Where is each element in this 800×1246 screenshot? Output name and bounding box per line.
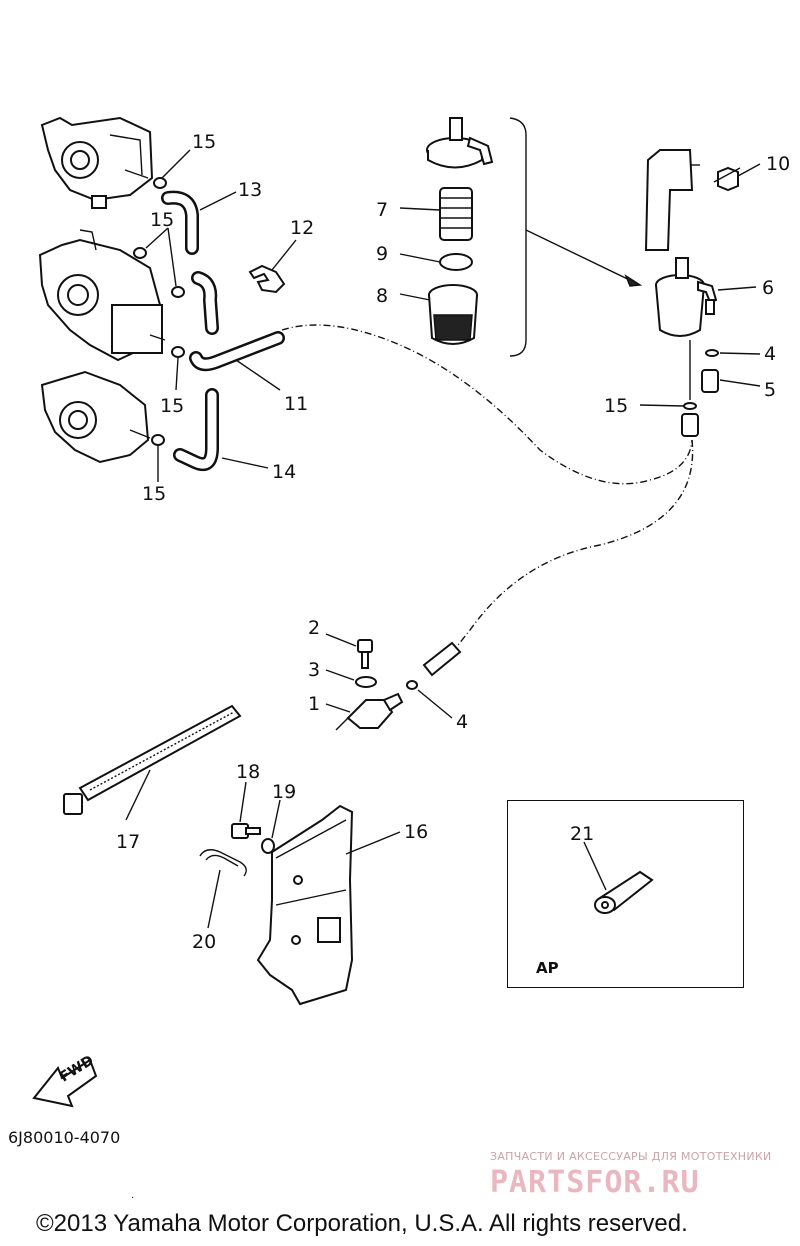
callout-15: 15	[192, 131, 216, 153]
ap-label: AP	[536, 959, 559, 977]
clip-4	[705, 349, 719, 357]
bracket-16	[256, 804, 354, 1006]
bolt-18	[231, 823, 261, 839]
callout-6: 6	[762, 277, 774, 299]
callout-15: 15	[150, 209, 174, 231]
callout-15: 15	[142, 483, 166, 505]
carburetor-bottom	[40, 370, 151, 464]
callout-7: 7	[376, 199, 388, 221]
hose-joint-5	[701, 369, 719, 393]
catalog-code: 6J80010-4070	[8, 1128, 121, 1147]
callout-1: 1	[308, 693, 320, 715]
fuel-hose-13	[161, 190, 199, 255]
callout-21: 21	[570, 823, 594, 845]
callout-4: 4	[764, 343, 776, 365]
washer-3	[355, 676, 377, 688]
callout-4: 4	[456, 711, 468, 733]
callout-15: 15	[160, 395, 184, 417]
callout-18: 18	[236, 761, 260, 783]
callout-20: 20	[192, 931, 216, 953]
callout-3: 3	[308, 659, 320, 681]
callout-9: 9	[376, 243, 388, 265]
callout-11: 11	[284, 393, 308, 415]
clip-15	[683, 402, 697, 410]
callout-14: 14	[272, 461, 296, 483]
ap-variant-box: AP	[507, 800, 744, 988]
fuel-hose-11	[189, 271, 285, 372]
callout-10: 10	[766, 153, 790, 175]
hose-joint	[681, 413, 699, 437]
nut-10	[717, 166, 739, 192]
callout-2: 2	[308, 617, 320, 639]
forward-direction-arrow	[32, 1058, 98, 1108]
fuel-joint-1	[335, 692, 404, 731]
bolt-2	[357, 639, 373, 669]
fuel-hose-joint	[422, 641, 462, 677]
o-ring-9	[439, 253, 473, 271]
callout-12: 12	[290, 217, 314, 239]
callout-8: 8	[376, 285, 388, 307]
cable-tie-17	[63, 704, 242, 815]
clip-20	[199, 849, 247, 877]
filter-cup-8	[428, 284, 478, 345]
filter-cap	[426, 117, 494, 169]
fuel-hose-14	[173, 388, 219, 472]
fuel-connector-21	[594, 870, 654, 914]
callout-19: 19	[272, 781, 296, 803]
callout-17: 17	[116, 831, 140, 853]
carburetor-top	[40, 116, 154, 209]
watermark-logo: PARTSFOR.RU	[490, 1165, 700, 1200]
callout-16: 16	[404, 821, 428, 843]
filter-element-7	[439, 187, 473, 241]
fuel-filter-6	[655, 257, 718, 337]
callout-5: 5	[764, 379, 776, 401]
hose-clip	[133, 177, 185, 446]
leader-lines	[125, 149, 761, 929]
callout-13: 13	[238, 179, 262, 201]
washer-19	[261, 838, 275, 854]
filter-bracket	[644, 149, 700, 251]
clip-4-lower	[406, 680, 418, 690]
callout-15: 15	[604, 395, 628, 417]
copyright-notice: ©2013 Yamaha Motor Corporation, U.S.A. A…	[36, 1210, 688, 1237]
carburetor-middle	[38, 229, 166, 362]
hose-clamp-12	[248, 264, 286, 294]
fuel-line-route	[281, 324, 693, 485]
watermark-tagline: ЗАПЧАСТИ И АКСЕССУАРЫ ДЛЯ МОТОТЕХНИКИ	[490, 1150, 772, 1163]
